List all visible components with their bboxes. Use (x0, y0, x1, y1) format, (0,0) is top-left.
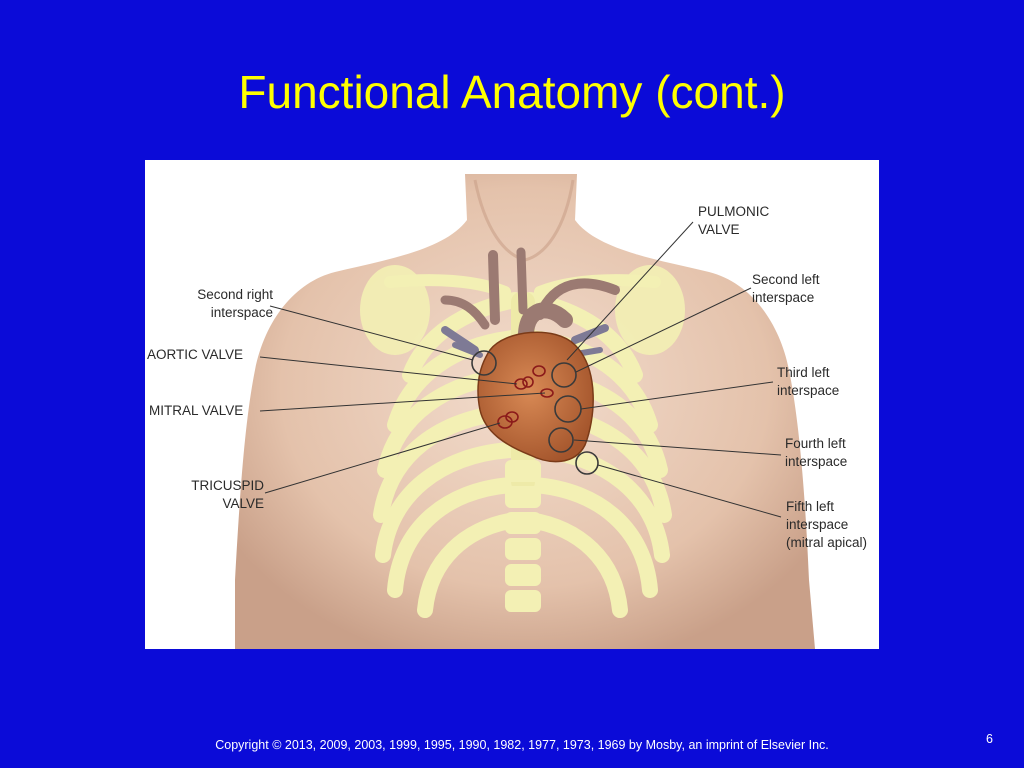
label-mitral-valve: MITRAL VALVE (149, 403, 244, 418)
leader-lines (259, 221, 782, 518)
label-third-left-interspace: Third left interspace (777, 365, 840, 398)
page-number: 6 (986, 732, 993, 746)
label-aortic-valve: AORTIC VALVE (147, 347, 244, 362)
chest-anatomy-figure: PULMONIC VALVE Second left interspace Th… (145, 160, 879, 649)
left-shoulder-bone (615, 265, 685, 355)
spine (505, 460, 541, 612)
right-shoulder-bone (360, 265, 430, 355)
copyright-notice: Copyright © 2013, 2009, 2003, 1999, 1995… (215, 738, 829, 752)
slide-title: Functional Anatomy (cont.) (238, 66, 786, 118)
label-fifth-left-interspace: Fifth left interspace (mitral apical) (786, 499, 868, 550)
label-second-left-interspace: Second left interspace (752, 272, 820, 305)
chest-illustration (235, 174, 815, 649)
label-pulmonic-valve: PULMONIC VALVE (698, 204, 770, 237)
label-second-right-interspace: Second right interspace (197, 287, 273, 320)
label-tricuspid-valve: TRICUSPID VALVE (191, 478, 264, 511)
label-fourth-left-interspace: Fourth left interspace (785, 436, 848, 469)
